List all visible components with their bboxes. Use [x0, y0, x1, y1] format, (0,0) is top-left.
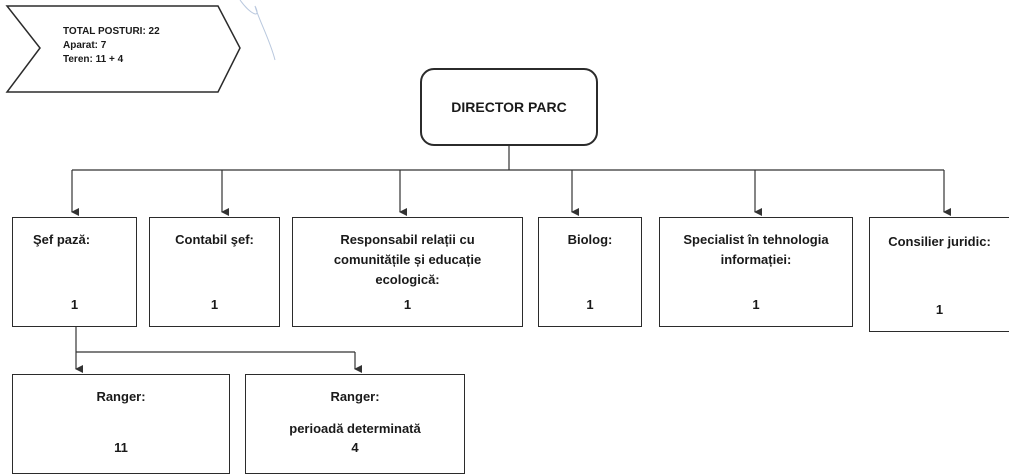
- dept-count: 1: [403, 297, 412, 312]
- dept-box-specialist: Specialist în tehnologia informației: 1: [659, 217, 853, 327]
- dept-box-contabil: Contabil şef: 1: [149, 217, 280, 327]
- ranger-box-2: Ranger: perioadă determinată 4: [245, 374, 465, 474]
- dept-box-sef-paza: Şef pază: 1: [12, 217, 137, 327]
- summary-shape: [5, 5, 241, 93]
- dept-title: Consilier juridic:: [888, 234, 991, 249]
- summary-total: TOTAL POSTURI: 22: [63, 26, 160, 37]
- ranger-title: Ranger:: [96, 389, 146, 404]
- dept-title: Specialist în tehnologia informației:: [683, 232, 829, 267]
- dept-count: 1: [70, 297, 79, 312]
- dept-box-responsabil: Responsabil relații cu comunitățile și e…: [292, 217, 523, 327]
- signature-scribble: [239, 0, 276, 61]
- dept-count: 1: [752, 297, 760, 312]
- dept-title: Şef pază:: [33, 232, 91, 247]
- dept-title: Responsabil relații cu comunitățile și e…: [333, 232, 482, 287]
- ranger-title: Ranger:: [330, 389, 380, 404]
- ranger-count: 4: [351, 440, 359, 455]
- dept-box-consilier: Consilier juridic: 1: [869, 217, 1009, 332]
- dept-title: Biolog:: [567, 232, 613, 247]
- director-box: DIRECTOR PARC: [420, 68, 598, 146]
- summary-aparat: Aparat: 7: [63, 40, 107, 51]
- summary-teren: Teren: 11 + 4: [63, 54, 124, 65]
- director-label: DIRECTOR PARC: [451, 99, 567, 115]
- ranger-subtitle: perioadă determinată: [289, 421, 421, 436]
- dept-box-biolog: Biolog: 1: [538, 217, 642, 327]
- summary-text: TOTAL POSTURI: 22 Aparat: 7 Teren: 11 + …: [63, 25, 160, 67]
- dept-title: Contabil şef:: [175, 232, 254, 247]
- ranger-box-1: Ranger: 11: [12, 374, 230, 474]
- dept-count: 1: [586, 297, 594, 312]
- dept-count: 1: [935, 302, 944, 317]
- dept-count: 1: [210, 297, 219, 312]
- ranger-count: 11: [114, 440, 128, 455]
